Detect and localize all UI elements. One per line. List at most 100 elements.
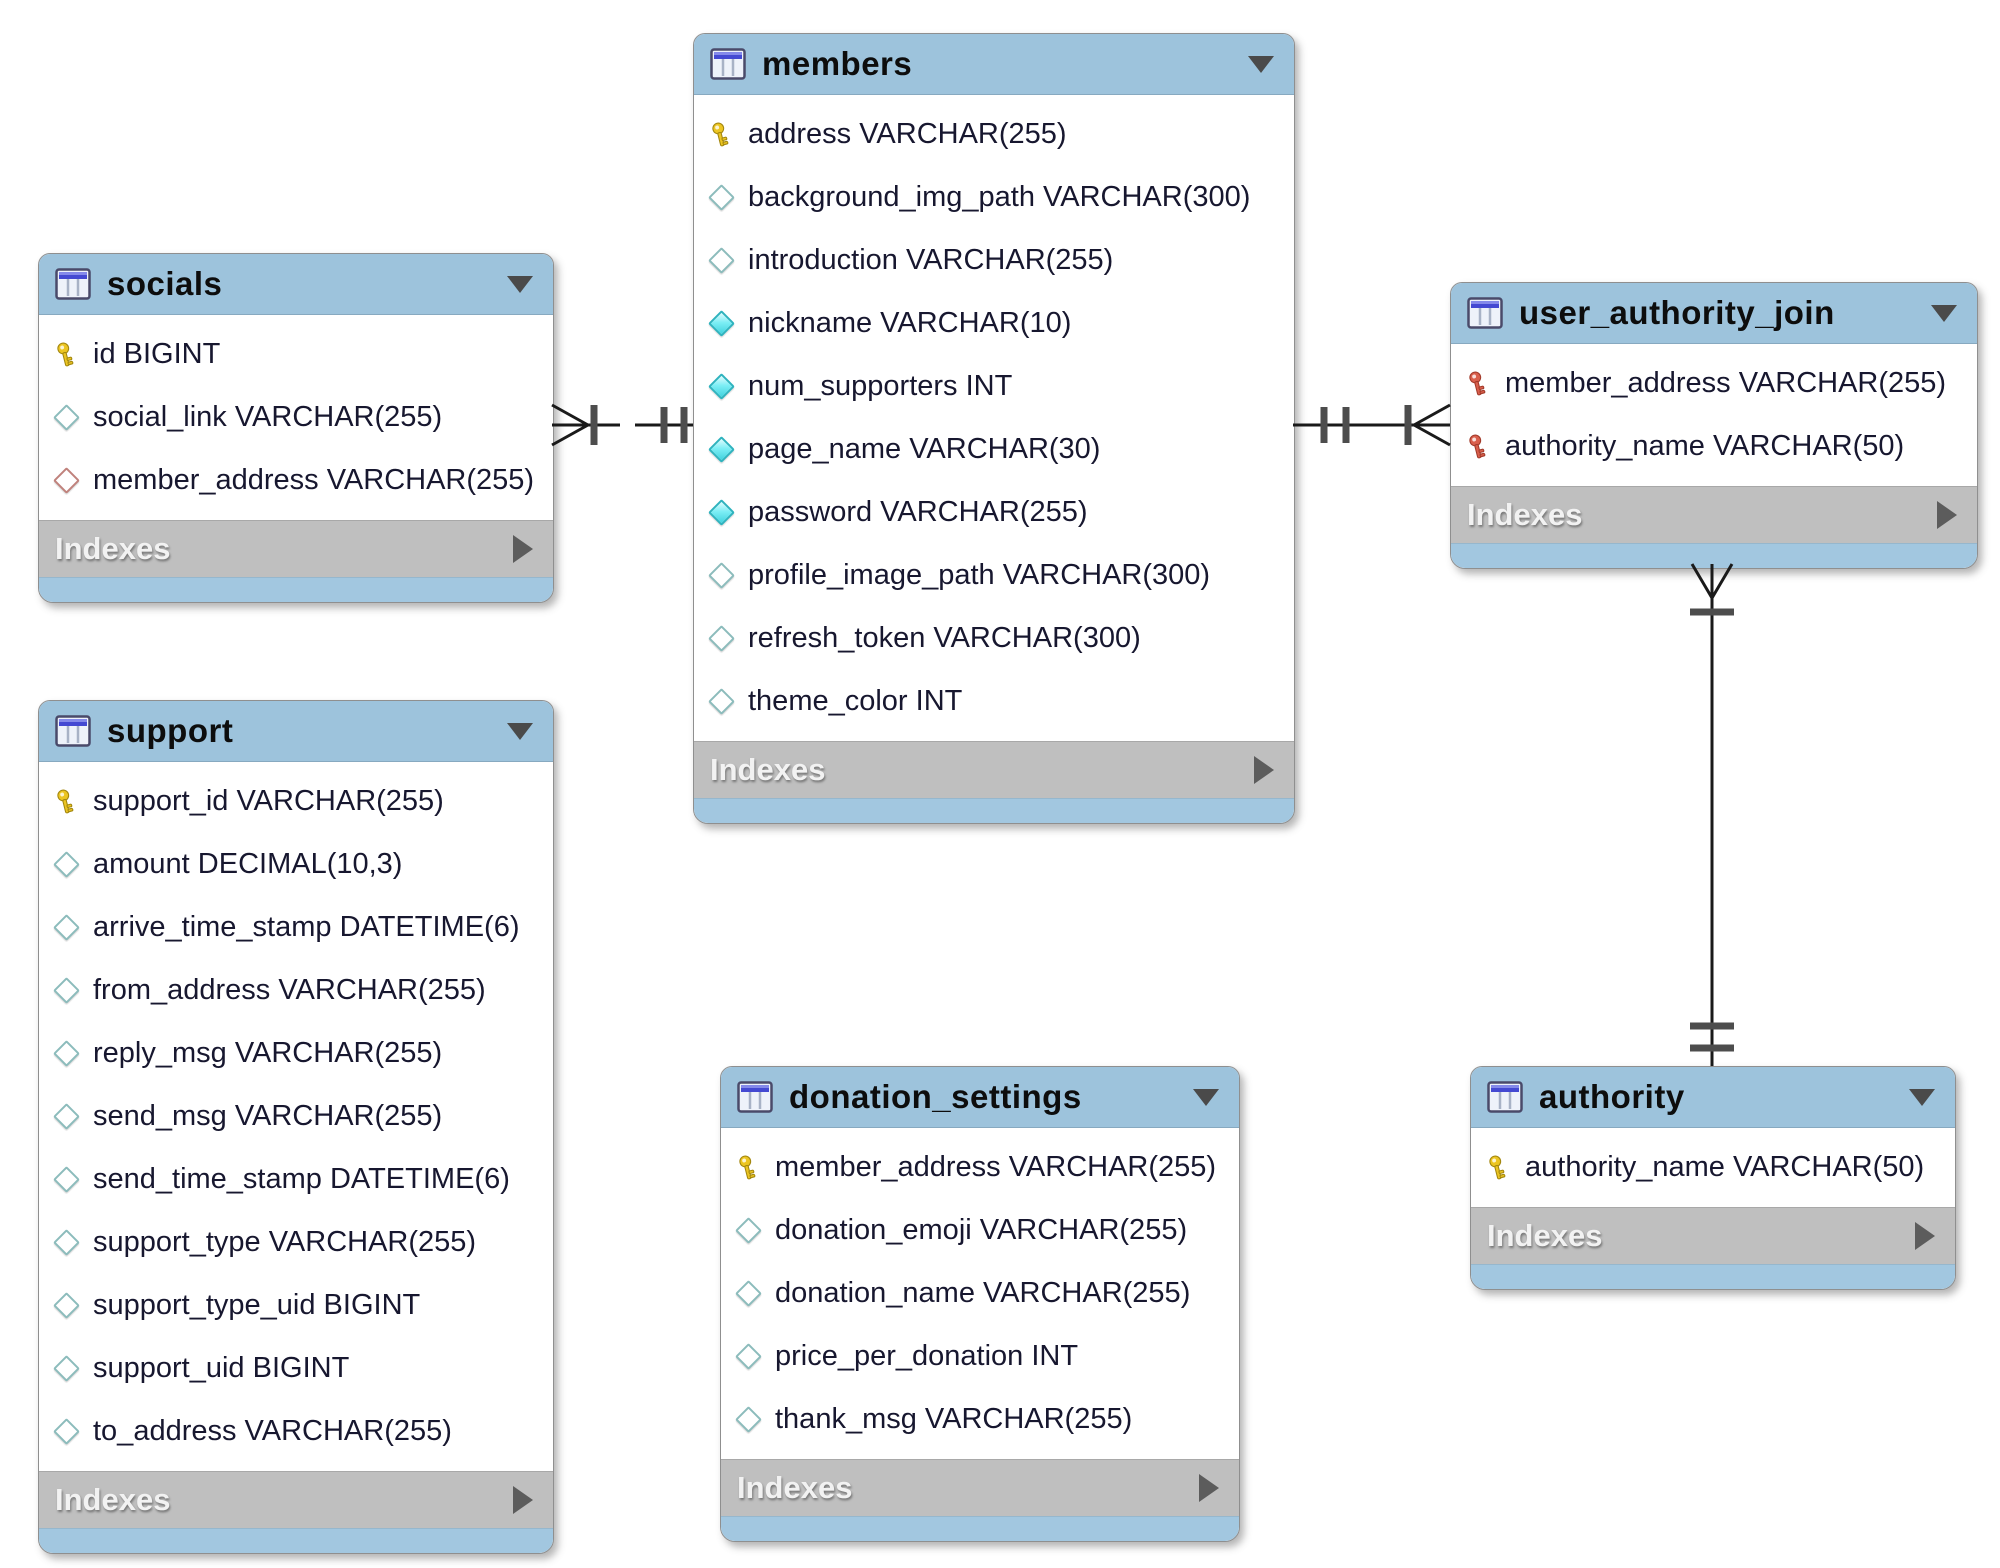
field-text: address VARCHAR(255) (748, 118, 1067, 150)
field-row[interactable]: reply_msg VARCHAR(255) (39, 1022, 553, 1085)
foreign-primary-key-icon (1463, 432, 1493, 462)
relationship-members-user-authority-join[interactable] (1293, 403, 1451, 447)
field-row[interactable]: id BIGINT (39, 323, 553, 386)
relationship-user-authority-join-authority[interactable] (1690, 563, 1734, 1066)
table-members: members address VARCHAR(255) background_i… (693, 33, 1295, 824)
field-text: page_name VARCHAR(30) (748, 433, 1101, 465)
expand-arrow-icon[interactable] (1199, 1474, 1219, 1502)
field-row[interactable]: member_address VARCHAR(255) (721, 1136, 1239, 1199)
field-row[interactable]: member_address VARCHAR(255) (1451, 352, 1977, 415)
indexes-row-support[interactable]: Indexes (39, 1471, 553, 1528)
table-icon (737, 1081, 773, 1113)
nullable-diamond-icon (51, 1102, 81, 1132)
table-fields: id BIGINT social_link VARCHAR(255)member_… (39, 315, 553, 520)
field-row[interactable]: to_address VARCHAR(255) (39, 1400, 553, 1463)
field-text: member_address VARCHAR(255) (775, 1151, 1217, 1183)
field-row[interactable]: authority_name VARCHAR(50) (1451, 415, 1977, 478)
expand-arrow-icon[interactable] (1254, 756, 1274, 784)
table-header-user-authority-join[interactable]: user_authority_join (1451, 283, 1977, 344)
nullable-diamond-icon (51, 403, 81, 433)
field-row[interactable]: theme_color INT (694, 670, 1294, 733)
nullable-diamond-icon (51, 1228, 81, 1258)
table-header-members[interactable]: members (694, 34, 1294, 95)
field-text: background_img_path VARCHAR(300) (748, 181, 1251, 213)
table-header-authority[interactable]: authority (1471, 1067, 1955, 1128)
field-row[interactable]: introduction VARCHAR(255) (694, 229, 1294, 292)
table-footer (721, 1516, 1239, 1541)
table-donation-settings: donation_settings member_address VARCHAR… (720, 1066, 1240, 1542)
table-title: donation_settings (789, 1078, 1082, 1115)
field-row[interactable]: arrive_time_stamp DATETIME(6) (39, 896, 553, 959)
table-footer (1451, 543, 1977, 568)
indexes-row-authority[interactable]: Indexes (1471, 1207, 1955, 1264)
relationship-socials-members[interactable] (551, 403, 693, 447)
field-row[interactable]: member_address VARCHAR(255) (39, 449, 553, 512)
field-row[interactable]: nickname VARCHAR(10) (694, 292, 1294, 355)
field-row[interactable]: support_uid BIGINT (39, 1337, 553, 1400)
table-footer (1471, 1264, 1955, 1289)
nullable-diamond-icon (51, 913, 81, 943)
field-text: reply_msg VARCHAR(255) (93, 1037, 443, 1069)
collapse-arrow-icon[interactable] (1931, 304, 1957, 322)
field-row[interactable]: price_per_donation INT (721, 1325, 1239, 1388)
field-row[interactable]: num_supporters INT (694, 355, 1294, 418)
table-header-donation-settings[interactable]: donation_settings (721, 1067, 1239, 1128)
table-authority: authority authority_name VARCHAR(50) Ind… (1470, 1066, 1956, 1290)
collapse-arrow-icon[interactable] (507, 275, 533, 293)
field-row[interactable]: donation_name VARCHAR(255) (721, 1262, 1239, 1325)
field-row[interactable]: background_img_path VARCHAR(300) (694, 166, 1294, 229)
nullable-diamond-icon (733, 1216, 763, 1246)
indexes-label: Indexes (1467, 497, 1583, 532)
table-icon (1487, 1081, 1523, 1113)
nullable-diamond-icon (706, 561, 736, 591)
field-row[interactable]: send_time_stamp DATETIME(6) (39, 1148, 553, 1211)
collapse-arrow-icon[interactable] (507, 722, 533, 740)
field-text: id BIGINT (93, 338, 221, 370)
field-row[interactable]: support_id VARCHAR(255) (39, 770, 553, 833)
collapse-arrow-icon[interactable] (1909, 1088, 1935, 1106)
field-row[interactable]: support_type_uid BIGINT (39, 1274, 553, 1337)
nullable-diamond-icon (706, 624, 736, 654)
field-text: to_address VARCHAR(255) (93, 1415, 452, 1447)
field-row[interactable]: profile_image_path VARCHAR(300) (694, 544, 1294, 607)
indexes-label: Indexes (55, 531, 171, 566)
indexes-row-socials[interactable]: Indexes (39, 520, 553, 577)
table-header-support[interactable]: support (39, 701, 553, 762)
table-header-socials[interactable]: socials (39, 254, 553, 315)
field-text: refresh_token VARCHAR(300) (748, 622, 1141, 654)
field-row[interactable]: address VARCHAR(255) (694, 103, 1294, 166)
indexes-row-members[interactable]: Indexes (694, 741, 1294, 798)
table-icon (55, 268, 91, 300)
field-row[interactable]: refresh_token VARCHAR(300) (694, 607, 1294, 670)
table-fields: member_address VARCHAR(255) authority_nam… (1451, 344, 1977, 486)
field-row[interactable]: social_link VARCHAR(255) (39, 386, 553, 449)
collapse-arrow-icon[interactable] (1193, 1088, 1219, 1106)
field-row[interactable]: amount DECIMAL(10,3) (39, 833, 553, 896)
field-text: num_supporters INT (748, 370, 1013, 402)
field-row[interactable]: from_address VARCHAR(255) (39, 959, 553, 1022)
collapse-arrow-icon[interactable] (1248, 55, 1274, 73)
table-support: support support_id VARCHAR(255) amount DE… (38, 700, 554, 1554)
field-text: authority_name VARCHAR(50) (1505, 430, 1905, 462)
field-row[interactable]: thank_msg VARCHAR(255) (721, 1388, 1239, 1451)
field-row[interactable]: support_type VARCHAR(255) (39, 1211, 553, 1274)
field-row[interactable]: page_name VARCHAR(30) (694, 418, 1294, 481)
indexes-row-donation-settings[interactable]: Indexes (721, 1459, 1239, 1516)
expand-arrow-icon[interactable] (513, 1486, 533, 1514)
field-text: donation_name VARCHAR(255) (775, 1277, 1191, 1309)
foreign-primary-key-icon (1463, 369, 1493, 399)
expand-arrow-icon[interactable] (513, 535, 533, 563)
indexes-row-user-authority-join[interactable]: Indexes (1451, 486, 1977, 543)
field-row[interactable]: donation_emoji VARCHAR(255) (721, 1199, 1239, 1262)
field-row[interactable]: authority_name VARCHAR(50) (1471, 1136, 1955, 1199)
nullable-diamond-icon (733, 1405, 763, 1435)
expand-arrow-icon[interactable] (1915, 1222, 1935, 1250)
not-null-diamond-icon (706, 435, 736, 465)
nullable-diamond-icon (51, 1165, 81, 1195)
field-row[interactable]: password VARCHAR(255) (694, 481, 1294, 544)
field-row[interactable]: send_msg VARCHAR(255) (39, 1085, 553, 1148)
not-null-diamond-icon (706, 498, 736, 528)
nullable-diamond-icon (51, 1417, 81, 1447)
field-text: amount DECIMAL(10,3) (93, 848, 403, 880)
expand-arrow-icon[interactable] (1937, 501, 1957, 529)
